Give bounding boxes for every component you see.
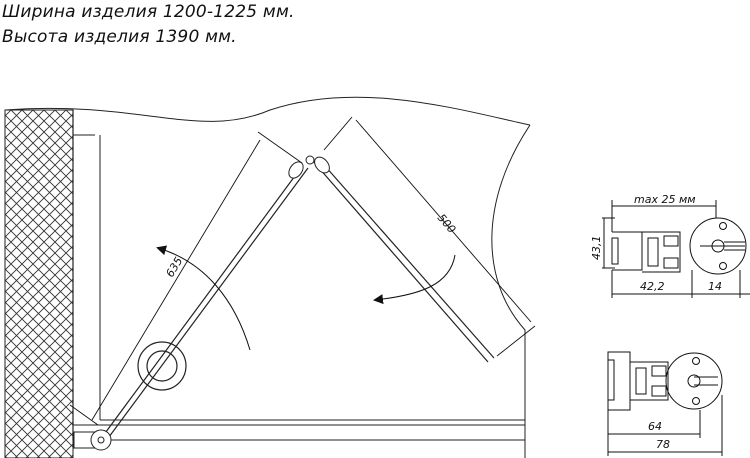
pt-inner-profile: [642, 231, 681, 273]
pb-dim-inner-label: 64: [648, 420, 662, 433]
pb-clip-bottom: [651, 385, 667, 397]
profile-top-section: [602, 200, 750, 298]
pb-clip-top: [651, 365, 667, 377]
dim-635-ext-top: [257, 131, 303, 164]
pt-inner-slot: [647, 237, 659, 267]
pt-screw-bottom: [719, 262, 727, 270]
pt-max-gap-label: max 25 мм: [634, 193, 696, 206]
pt-wall-channel: [612, 231, 643, 271]
pt-clip-top: [663, 235, 679, 247]
dim-635-ext-bottom: [69, 404, 99, 426]
pt-offset-label: 14: [708, 280, 722, 293]
swing-arrow-right: [373, 254, 456, 305]
wall-hatch: [4, 109, 74, 458]
swing-arrow-left: [156, 245, 251, 351]
door-right-outer: [311, 159, 489, 363]
pb-screw-bottom: [692, 397, 700, 405]
door-right-inner: [317, 157, 495, 359]
tray-break-line-top: [4, 96, 531, 126]
tray-break-line-right: [491, 124, 531, 458]
dim-635-line: [91, 139, 261, 421]
hinge-left: [288, 161, 304, 179]
pb-hinge-cylinder: [665, 352, 723, 410]
wall-profile: [73, 429, 112, 451]
door-right: [311, 157, 495, 363]
pt-screw-top: [719, 222, 727, 230]
pb-inner-profile: [630, 361, 669, 401]
pb-inner-slot: [635, 367, 647, 395]
dimension-500: [323, 116, 536, 357]
hinge-pivot: [305, 155, 315, 165]
hinge-right: [314, 156, 330, 174]
pt-wall-flange: [611, 237, 619, 265]
door-left-inner: [105, 167, 309, 442]
shower-tray: [4, 96, 531, 458]
pb-dim-outer-label: 78: [656, 438, 670, 451]
wall-profile-pin: [97, 436, 105, 444]
drain: [137, 341, 187, 391]
hinge: [288, 155, 330, 179]
pb-wall-channel: [607, 351, 631, 411]
door-left: [99, 164, 309, 442]
drain-outer: [137, 341, 187, 391]
wall: [4, 109, 74, 458]
product-height-note: Высота изделия 1390 мм.: [2, 27, 237, 47]
pt-height-label: 43,1: [590, 236, 603, 261]
profile-bottom-section: [607, 351, 723, 456]
pb-hinge-core: [687, 374, 701, 388]
product-width-note: Ширина изделия 1200-1225 мм.: [2, 2, 295, 22]
door-left-outer: [99, 164, 304, 441]
pt-clip-bottom: [663, 257, 679, 269]
dim-500-line: [355, 119, 532, 323]
dim-500-ext-top: [323, 116, 353, 151]
pb-wall-flange: [607, 359, 615, 401]
dimension-635: [69, 131, 303, 426]
pt-width-label: 42,2: [640, 280, 665, 293]
pt-hinge-cylinder: [689, 217, 747, 275]
drain-inner: [146, 350, 178, 382]
pb-screw-top: [692, 357, 700, 365]
dim-500-ext-bottom: [496, 325, 536, 357]
